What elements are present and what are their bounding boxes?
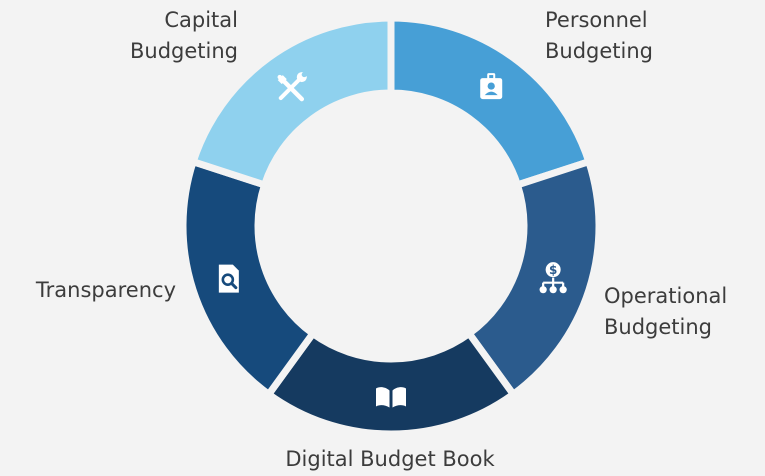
transparency-label-line-1: Transparency — [35, 278, 176, 302]
open-book-icon — [376, 387, 406, 408]
digital-budget-book-label-line-1: Digital Budget Book — [285, 447, 495, 471]
personnel-budgeting-label: Personnel Budgeting — [545, 5, 653, 67]
operational-budgeting-label: Operational Budgeting — [604, 281, 727, 343]
personnel-budgeting-label-line-2: Budgeting — [545, 39, 654, 63]
operational-budgeting-label-line-1: Operational — [604, 284, 728, 308]
operational-budgeting-label-line-2: Budgeting — [604, 315, 713, 339]
capital-budgeting-label-line-2: Budgeting — [129, 39, 238, 63]
document-search-icon — [218, 264, 239, 293]
svg-text:$: $ — [549, 263, 557, 277]
dollar-hierarchy-icon: $ — [539, 262, 567, 294]
id-badge-icon — [480, 73, 503, 100]
transparency-label: Transparency — [36, 275, 176, 306]
digital-budget-book-label: Digital Budget Book — [0, 444, 765, 475]
personnel-budgeting-label-line-1: Personnel — [545, 8, 648, 32]
segment-capital — [188, 14, 395, 190]
capital-budgeting-label-line-1: Capital — [164, 8, 238, 32]
segment-transparency — [179, 157, 318, 400]
capital-budgeting-label: Capital Budgeting — [130, 5, 238, 67]
tools-icon — [277, 71, 307, 102]
